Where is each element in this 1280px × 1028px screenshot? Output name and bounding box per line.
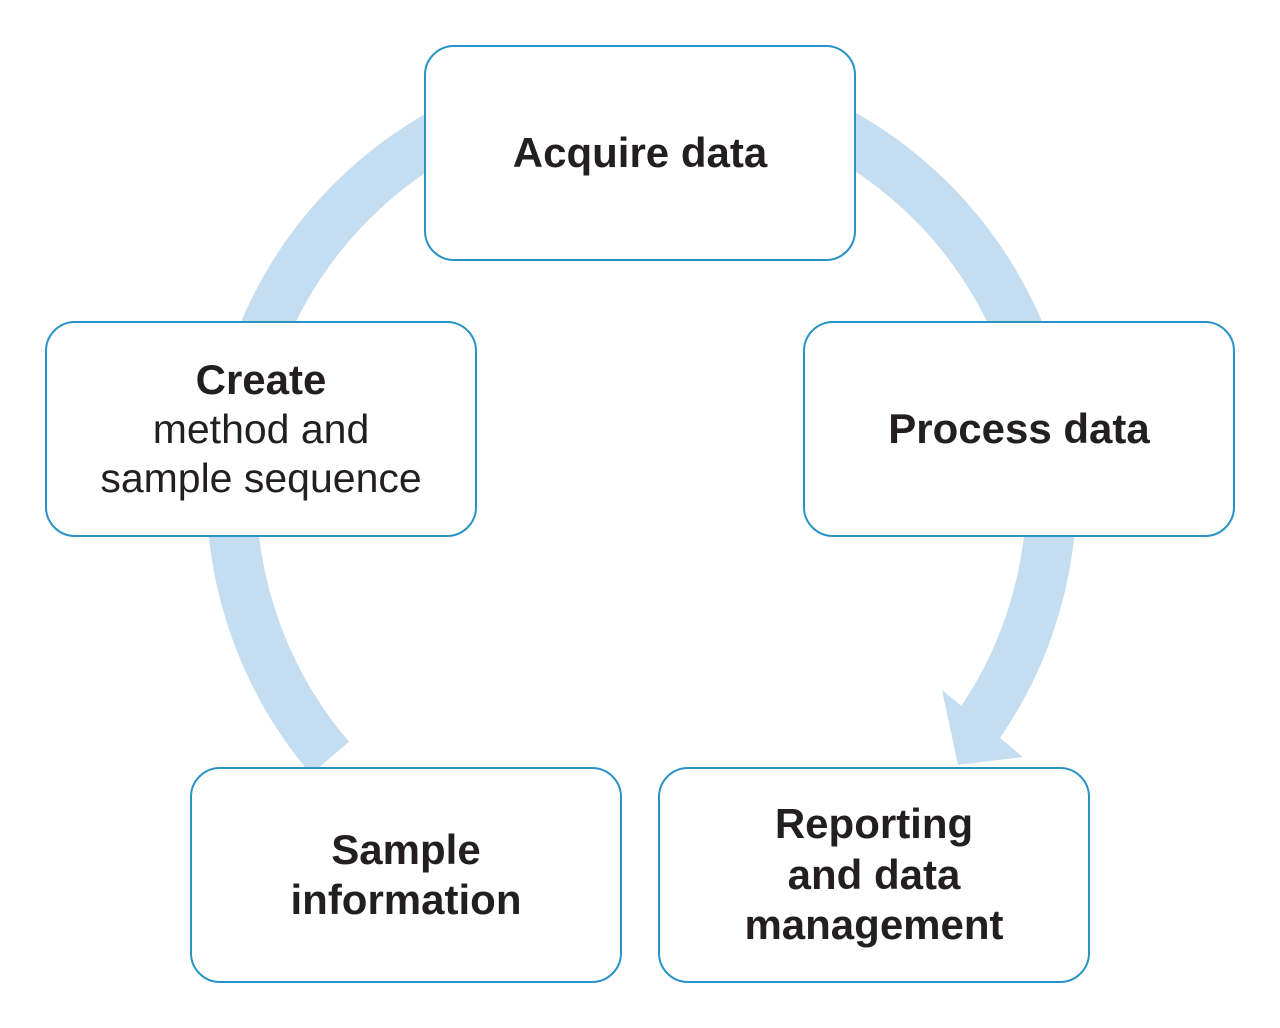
step-create-method: Create method and sample sequence (45, 321, 477, 537)
step-reporting-line-2: and data (787, 850, 961, 898)
step-acquire-data-label: Acquire data (512, 128, 768, 176)
step-create-line-3: sample sequence (100, 455, 422, 502)
step-process-data: Process data (803, 321, 1235, 537)
step-reporting-line-1: Reporting (774, 800, 974, 848)
cycle-arrowhead (942, 690, 1023, 765)
step-reporting-data-management: Reporting and data management (658, 767, 1090, 983)
step-acquire-data: Acquire data (424, 45, 856, 261)
step-sample-line-1: Sample (331, 825, 481, 873)
step-process-data-label: Process data (888, 404, 1150, 452)
step-create-heading: Create (195, 355, 327, 403)
step-sample-line-2: information (290, 876, 522, 923)
step-reporting-line-3: management (744, 901, 1004, 949)
step-create-line-2: method and (152, 406, 370, 452)
step-sample-information: Sample information (190, 767, 622, 983)
